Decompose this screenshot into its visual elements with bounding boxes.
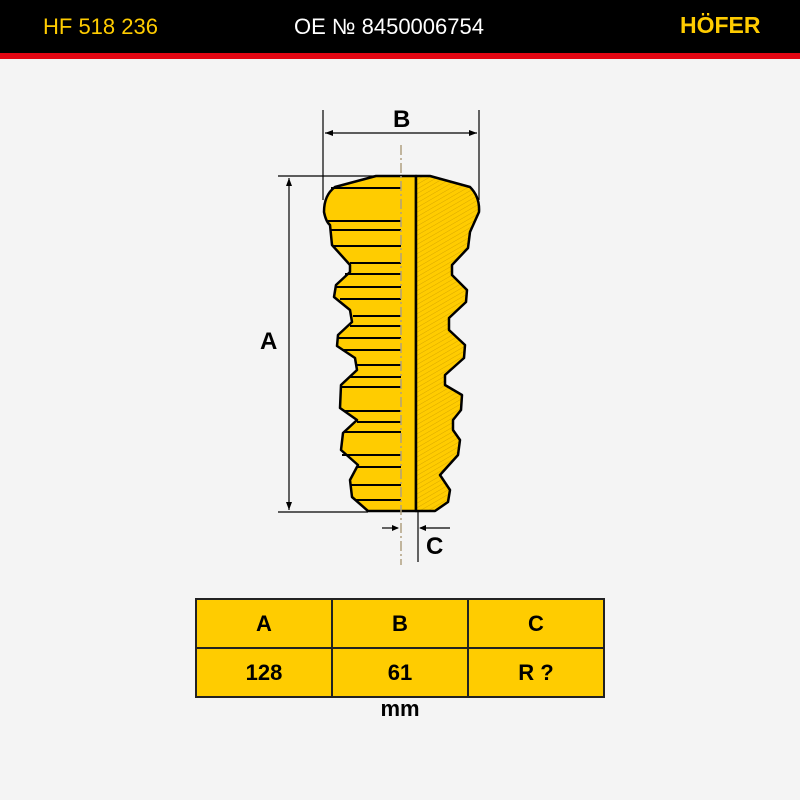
red-stripe: [0, 53, 800, 59]
dimension-b-label: B: [393, 106, 411, 133]
brand-logo: HÖFER: [680, 12, 761, 38]
profile-left: [322, 174, 418, 513]
value-c: R ?: [467, 647, 605, 698]
value-a: 128: [195, 647, 333, 698]
header-c: C: [467, 598, 605, 649]
header-bar: [0, 0, 800, 53]
unit-label: mm: [380, 696, 420, 721]
header-a: A: [195, 598, 333, 649]
header-b: B: [331, 598, 469, 649]
oe-number: OE № 8450006754: [294, 14, 484, 39]
profile-section: [414, 174, 481, 513]
dimension-c-label: C: [426, 533, 444, 560]
dimension-a-label: A: [260, 328, 278, 355]
part-number: HF 518 236: [43, 14, 158, 39]
value-b: 61: [331, 647, 469, 698]
